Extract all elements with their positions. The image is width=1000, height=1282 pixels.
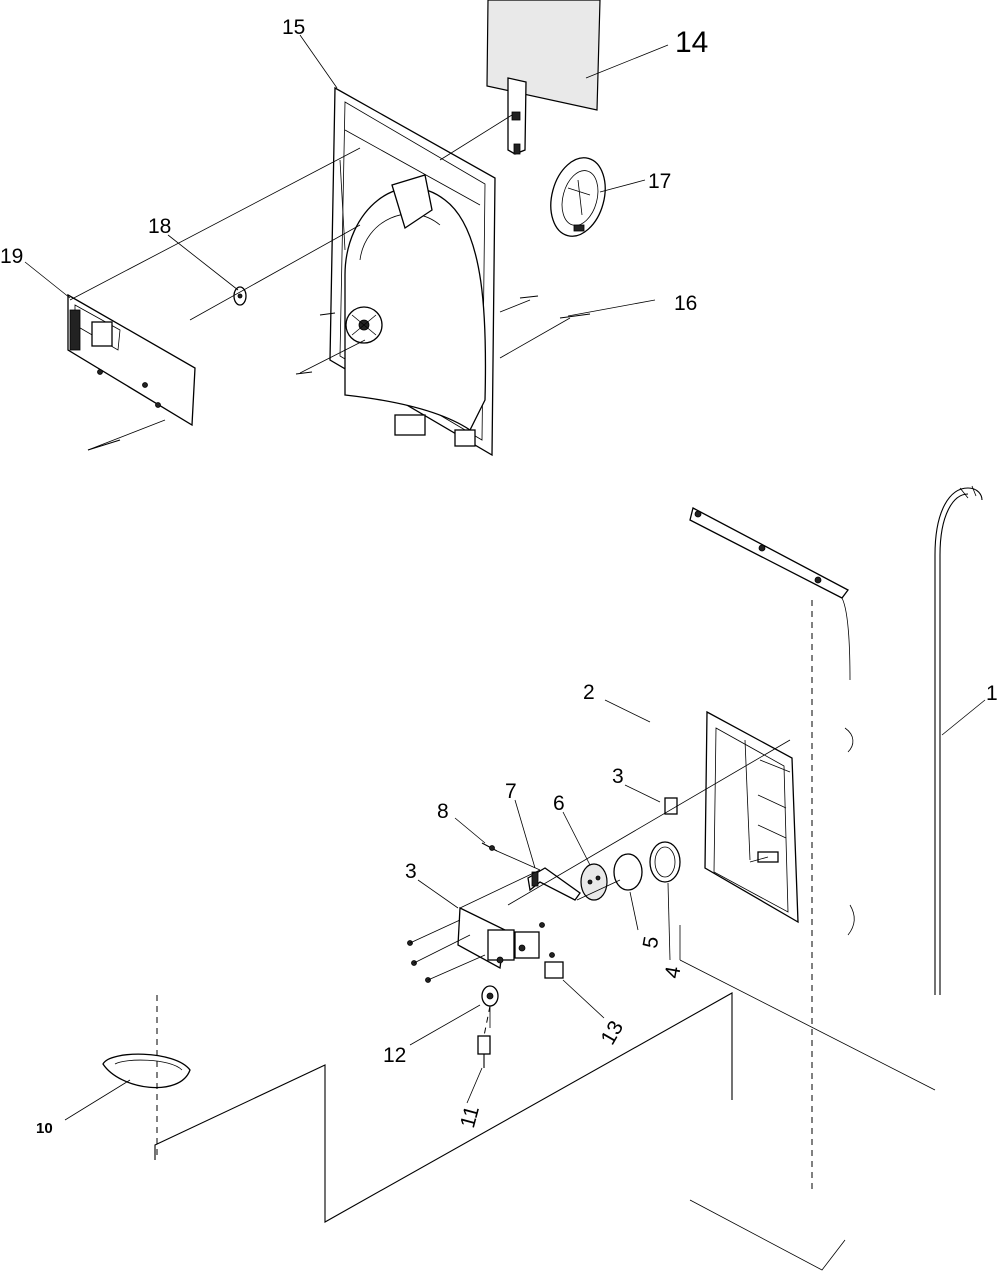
callout-14: 14	[675, 26, 708, 59]
callout-1: 1	[986, 682, 998, 705]
part-18-disc	[233, 286, 247, 306]
part-14-plate	[486, 0, 601, 155]
callout-3-upper: 3	[612, 765, 624, 788]
callout-3-lower: 3	[405, 860, 417, 883]
part-9-valve-assembly	[407, 906, 564, 983]
callout-11: 11	[456, 1103, 484, 1130]
callout-5: 5	[639, 935, 664, 951]
callout-19: 19	[0, 245, 23, 268]
lower-explosion-lines	[154, 739, 936, 1223]
door-outline	[689, 507, 855, 1271]
part-3-clip-upper	[664, 797, 678, 815]
callout-labels: 14 15 17 18 19 16 1 2 3 7 8 6 3 5 4 13 1…	[0, 16, 998, 1137]
callout-8: 8	[437, 800, 449, 823]
part-5-ring	[613, 853, 643, 891]
callout-4: 4	[661, 964, 686, 980]
callout-17: 17	[648, 170, 671, 193]
part-15-housing	[329, 86, 496, 457]
callout-7: 7	[505, 780, 517, 803]
callout-10: 10	[36, 1120, 53, 1137]
callout-18: 18	[148, 215, 171, 238]
callout-13: 13	[597, 1017, 629, 1049]
part-16-screws	[87, 295, 591, 451]
part-11-fitting	[477, 1035, 491, 1068]
callout-16: 16	[674, 292, 697, 315]
part-10-tray	[102, 995, 191, 1160]
part-1-tube	[934, 485, 983, 995]
part-7-lever	[527, 867, 581, 901]
part-8-screw	[481, 842, 498, 852]
callout-2: 2	[583, 681, 595, 704]
callout-12: 12	[383, 1044, 406, 1067]
callout-15: 15	[282, 16, 305, 39]
leader-lines	[24, 34, 986, 1121]
callout-6: 6	[553, 792, 565, 815]
part-6-disc	[580, 863, 608, 901]
part-12-nozzle	[481, 985, 499, 1007]
part-4-ring	[649, 841, 681, 883]
part-19-bracket	[67, 293, 196, 427]
part-17-switch	[550, 157, 606, 237]
upper-explosion-lines	[69, 114, 571, 451]
